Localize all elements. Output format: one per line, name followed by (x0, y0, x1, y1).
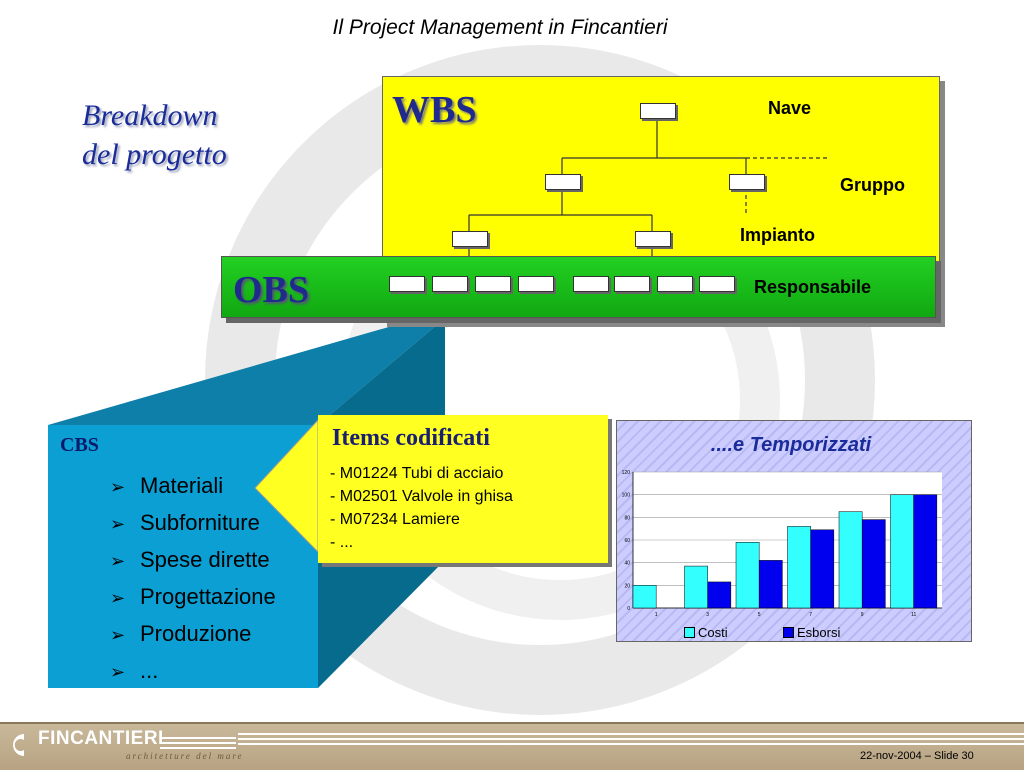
legend-costi: Costi (684, 625, 728, 640)
legend-esborsi: Esborsi (783, 625, 840, 640)
cbs-item-label: Subforniture (140, 510, 260, 535)
legend-label: Esborsi (797, 625, 841, 640)
chart-title: ....e Temporizzati (710, 434, 872, 456)
wbs-node-nave (640, 103, 676, 119)
cbs-item-label: ... (140, 658, 159, 683)
x-tick-label: 3 (706, 612, 709, 618)
cbs-item: ➢ Spese dirette (110, 546, 276, 583)
cbs-item: ➢ Progettazione (110, 583, 276, 620)
items-codificati-line: - ... (330, 534, 354, 551)
obs-node (518, 276, 554, 292)
bar-costi (890, 494, 914, 609)
bar-costi (735, 542, 760, 609)
x-tick-label: 11 (911, 612, 916, 618)
cbs-item: ➢ Materiali (110, 472, 276, 509)
footer-logo-text: FINCANTIERI (38, 728, 164, 749)
wbs-node-impianto (635, 231, 671, 247)
bar-esborsi (758, 560, 783, 609)
bar-esborsi (913, 494, 938, 609)
bar-costi (684, 565, 708, 609)
footer-bar (0, 722, 1024, 770)
items-codificati-line: - M07234 Lamiere (330, 511, 460, 528)
obs-node (389, 276, 425, 292)
bar-chart: 0 20 40 60 80 100 120 1 3 5 7 9 11 (622, 470, 942, 618)
obs-title: OBS (233, 269, 310, 311)
y-tick-label: 20 (624, 583, 630, 589)
obs-node (699, 276, 735, 292)
breakdown-line-1: Breakdown (82, 99, 218, 132)
level-responsabile: Responsabile (754, 277, 872, 297)
obs-node (657, 276, 693, 292)
wbs-title: WBS (392, 89, 477, 131)
y-tick-label: 0 (627, 606, 630, 612)
fincantieri-logo-icon (13, 734, 236, 756)
breakdown-line-2: del progetto (82, 138, 227, 171)
bar-esborsi (707, 581, 732, 609)
arrow-bullet-icon: ➢ (110, 588, 126, 608)
slide-title: Il Project Management in Fincantieri (332, 16, 668, 39)
cbs-item: ➢ Subforniture (110, 509, 276, 546)
bar-costi (838, 511, 863, 609)
level-nave: Nave (768, 98, 812, 118)
arrow-bullet-icon: ➢ (110, 625, 126, 645)
wbs-node-impianto (452, 231, 488, 247)
y-tick-label: 120 (622, 470, 631, 476)
footer-tagline: architetture del mare (126, 751, 244, 761)
items-codificati-list: - M01224 Tubi di acciaio - M02501 Valvol… (330, 462, 513, 554)
bar-esborsi (810, 529, 835, 609)
footer-stripes (238, 733, 1024, 745)
y-tick-label: 60 (624, 538, 630, 544)
cbs-title: CBS (60, 434, 99, 456)
footer-date-slide: 22-nov-2004 – Slide 30 (860, 750, 974, 762)
obs-node (475, 276, 511, 292)
items-codificati-line: - M01224 Tubi di acciaio (330, 465, 504, 482)
obs-node (432, 276, 468, 292)
cbs-list: ➢Materiali ➢Subforniture ➢Spese dirette … (110, 472, 276, 694)
arrow-bullet-icon: ➢ (110, 551, 126, 571)
wbs-node-gruppo (545, 174, 581, 190)
level-gruppo: Gruppo (840, 175, 905, 195)
x-tick-label: 9 (861, 612, 864, 618)
cbs-item: ➢ Produzione (110, 620, 276, 657)
legend-label: Costi (698, 625, 728, 640)
wbs-node-gruppo (729, 174, 765, 190)
y-tick-label: 40 (624, 561, 630, 567)
arrow-bullet-icon: ➢ (110, 662, 126, 682)
bar-esborsi (861, 519, 886, 609)
cbs-item: ➢... (110, 657, 276, 694)
bar-costi (787, 526, 811, 609)
obs-node (573, 276, 609, 292)
items-codificati-line: - M02501 Valvole in ghisa (330, 488, 513, 505)
y-tick-label: 100 (622, 493, 631, 499)
cbs-item-label: Progettazione (140, 584, 276, 609)
arrow-bullet-icon: ➢ (110, 477, 126, 497)
x-tick-label: 1 (655, 612, 658, 618)
legend-swatch-icon (684, 627, 695, 638)
x-tick-label: 7 (809, 612, 812, 618)
cbs-item-label: Produzione (140, 621, 252, 646)
arrow-bullet-icon: ➢ (110, 514, 126, 534)
breakdown-heading: Breakdown del progetto (82, 96, 227, 174)
legend-swatch-icon (783, 627, 794, 638)
cbs-item-label: Materiali (140, 473, 224, 498)
level-impianto: Impianto (740, 225, 815, 245)
cbs-item-label: Spese dirette (140, 547, 270, 572)
obs-node (614, 276, 650, 292)
items-codificati-title: Items codificati (332, 425, 490, 451)
items-codificati-box (318, 415, 608, 563)
bar-costi (632, 585, 657, 609)
y-tick-label: 80 (624, 515, 630, 521)
x-tick-label: 5 (758, 612, 761, 618)
